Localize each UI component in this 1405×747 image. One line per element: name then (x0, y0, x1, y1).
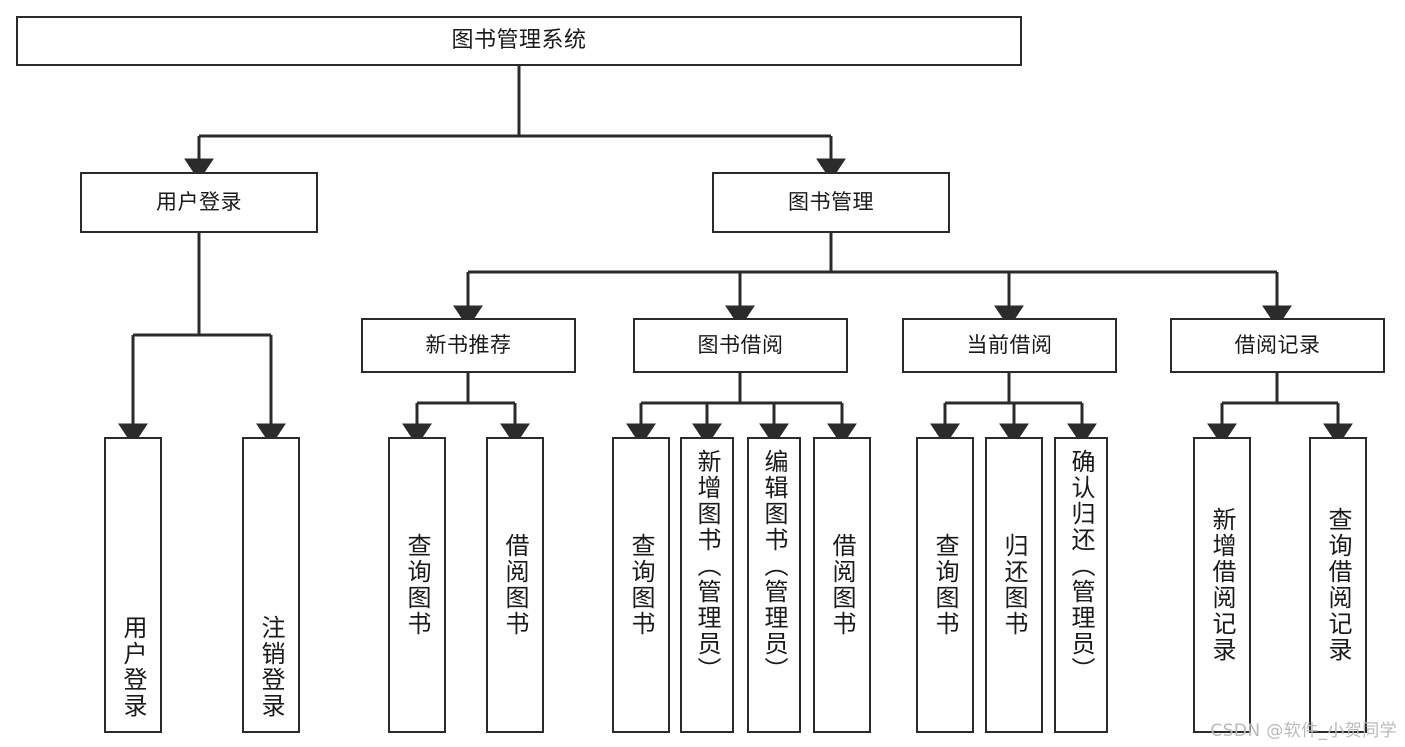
node-leaf-user-login-login[interactable]: 用户登录 (104, 437, 162, 733)
node-label: 注销登录 (257, 615, 285, 719)
node-label: 查询图书 (931, 533, 959, 637)
node-label: 借阅图书 (828, 533, 856, 637)
node-label: 查询图书 (403, 533, 431, 637)
node-leaf-current-borrow-return-books[interactable]: 归还图书 (985, 437, 1043, 733)
node-book-borrowing[interactable]: 图书借阅 (633, 318, 848, 373)
node-label: 图书借阅 (697, 332, 784, 357)
node-label: 确认归还（管理员） (1067, 449, 1095, 683)
node-leaf-book-borrow-borrow-books[interactable]: 借阅图书 (813, 437, 871, 733)
node-leaf-book-borrow-query-books[interactable]: 查询图书 (612, 437, 670, 733)
node-label: 借阅记录 (1234, 332, 1321, 357)
node-label: 借阅图书 (501, 533, 529, 637)
node-label: 查询借阅记录 (1324, 507, 1352, 663)
node-current-borrowing[interactable]: 当前借阅 (902, 318, 1117, 373)
node-label: 当前借阅 (966, 332, 1053, 357)
node-new-book-recommendation[interactable]: 新书推荐 (361, 318, 576, 373)
node-book-management[interactable]: 图书管理 (712, 172, 950, 233)
node-label: 查询图书 (627, 533, 655, 637)
node-root-book-management-system[interactable]: 图书管理系统 (16, 16, 1022, 66)
node-leaf-book-borrow-add-book-admin[interactable]: 新增图书（管理员） (680, 437, 734, 733)
node-leaf-book-borrow-edit-book-admin[interactable]: 编辑图书（管理员） (747, 437, 801, 733)
node-leaf-current-borrow-confirm-return-admin[interactable]: 确认归还（管理员） (1054, 437, 1108, 733)
node-label: 图书管理 (788, 189, 874, 214)
node-label: 编辑图书（管理员） (760, 449, 788, 683)
node-user-login[interactable]: 用户登录 (80, 172, 318, 233)
node-label: 新增借阅记录 (1208, 507, 1236, 663)
node-label: 新增图书（管理员） (693, 449, 721, 683)
watermark-text: CSDN @软件_小贺同学 (1210, 721, 1397, 741)
node-leaf-records-add-borrow-record[interactable]: 新增借阅记录 (1193, 437, 1251, 733)
node-label: 新书推荐 (425, 332, 512, 357)
node-leaf-new-book-borrow-books[interactable]: 借阅图书 (486, 437, 544, 733)
node-borrowing-records[interactable]: 借阅记录 (1170, 318, 1385, 373)
node-label: 图书管理系统 (451, 27, 587, 53)
node-label: 归还图书 (1000, 533, 1028, 637)
node-leaf-user-login-logout[interactable]: 注销登录 (242, 437, 300, 733)
node-label: 用户登录 (156, 189, 242, 214)
node-label: 用户登录 (119, 615, 147, 719)
node-leaf-current-borrow-query-books[interactable]: 查询图书 (916, 437, 974, 733)
node-leaf-records-query-borrow-record[interactable]: 查询借阅记录 (1309, 437, 1367, 733)
node-leaf-new-book-query-books[interactable]: 查询图书 (388, 437, 446, 733)
